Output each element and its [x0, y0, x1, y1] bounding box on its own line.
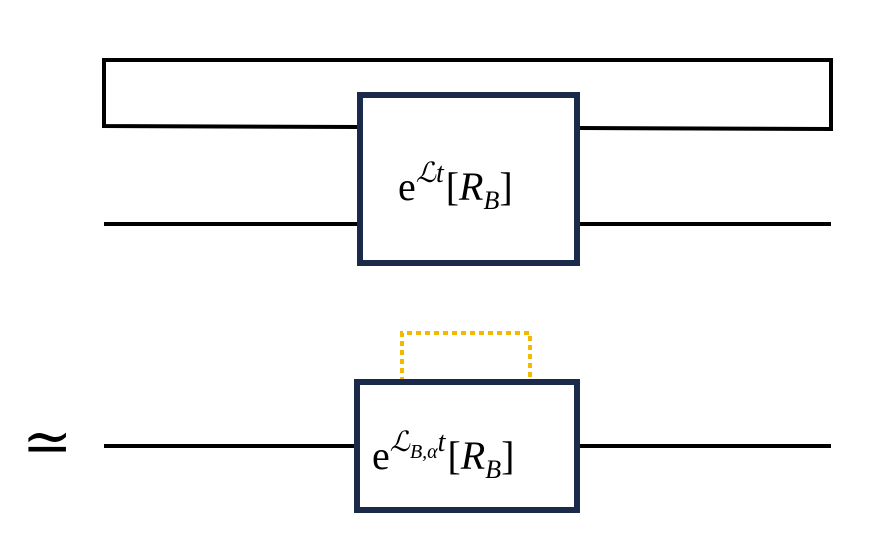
top-gate-arg-sub: B: [483, 186, 499, 215]
top-gate-arg-main: R: [458, 164, 483, 209]
top-gate-open-bracket: [: [446, 164, 459, 209]
top-gate-base: e: [398, 164, 416, 209]
bottom-gate-box: [354, 379, 580, 513]
top-gate-label: eℒt[RB]: [398, 156, 513, 215]
bottom-gate-exp-symbol: ℒ: [390, 425, 411, 458]
bottom-gate-label: eℒB,αt[RB]: [372, 425, 514, 484]
bottom-dotted-link: [400, 331, 532, 382]
bottom-gate-arg-sub: B: [485, 455, 501, 484]
bottom-gate-arg-main: R: [460, 433, 485, 478]
top-gate-box: [357, 92, 580, 266]
bottom-gate-close-bracket: ]: [501, 433, 514, 478]
top-gate-exp-var: t: [436, 158, 445, 189]
bottom-gate-exp-sub: B,α: [410, 441, 438, 463]
top-gate-exp-symbol: ℒ: [416, 156, 437, 189]
bottom-gate-open-bracket: [: [447, 433, 460, 478]
top-gate-close-bracket: ]: [499, 164, 512, 209]
approx-equal-symbol: ≃: [22, 407, 72, 477]
bottom-gate-base: e: [372, 433, 390, 478]
bottom-gate-exp-var: t: [438, 427, 447, 458]
top-loop-wire: [102, 58, 833, 132]
